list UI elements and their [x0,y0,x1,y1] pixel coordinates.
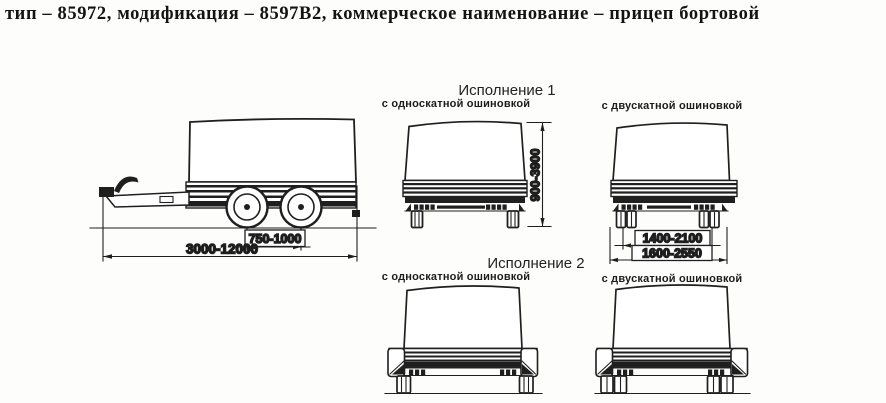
tent [404,120,526,182]
rear-view-variant1-dual: 1400-2100 1600-2550 [609,122,738,265]
page-title: тип – 85972, модификация – 8597В2, комме… [5,4,760,24]
wheels-single [396,375,534,394]
variant2-heading: Исполнение 2 [487,255,585,272]
dim-overall-width: 1600-2550 [609,244,728,263]
dim-height: 900-3900 [526,121,552,228]
coupler-handle [114,176,139,193]
fender-left [595,347,614,378]
rear-light [352,210,360,217]
rear-view-variant2-single [384,285,543,395]
dim-overall-width-value: 1600-2550 [642,247,702,261]
dim-overall-length: 3000-12000 [102,241,358,259]
variant1-single-tire-label: с односкатной ошиновкой [381,98,531,110]
rear-view-variant1-single: 900-3900 [402,120,552,229]
dim-axle-spacing-value: 750-1000 [249,232,302,246]
fender-right [730,347,749,378]
dim-track-value: 1400-2100 [643,232,703,246]
wheels-dual [600,375,734,394]
fender-right [520,347,539,378]
coupler [99,187,114,197]
tent [612,122,731,182]
dim-height-value: 900-3900 [529,149,543,202]
variant2-single-tire-label: с односкатной ошиновкой [381,271,531,283]
wheels-dual [615,210,720,229]
dim-axle-spacing: 750-1000 [237,227,311,251]
side-view-drawing: 750-1000 3000-12000 [89,117,377,262]
tent [612,284,731,350]
variant1-heading: Исполнение 1 [458,82,556,99]
tent [403,285,523,350]
side-view-tent [188,117,357,183]
dim-overall-length-value: 3000-12000 [186,242,258,257]
drawbar [104,191,190,208]
variant2-dual-tire-label: с двускатной ошиновкой [601,273,743,285]
rear-view-variant2-dual [594,284,751,395]
variant1-dual-tire-label: с двускатной ошиновкой [601,100,743,112]
fender-left [387,347,406,378]
wheels-single [410,210,520,229]
